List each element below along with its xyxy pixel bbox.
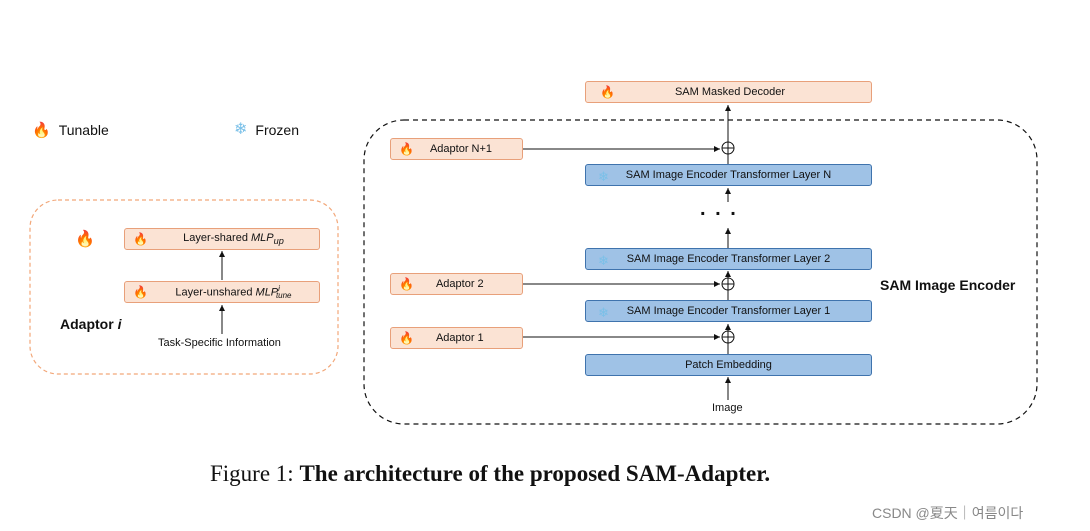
layer-2-label: SAM Image Encoder Transformer Layer 2 (626, 253, 831, 265)
image-input-label: Image (712, 402, 743, 414)
encoder-layer-1-box: ❄ SAM Image Encoder Transformer Layer 1 (585, 300, 872, 322)
patch-embedding-box: Patch Embedding (585, 354, 872, 376)
snowflake-icon: ❄ (234, 121, 248, 138)
encoder-layer-2-box: ❄ SAM Image Encoder Transformer Layer 2 (585, 248, 872, 270)
layer-unshared-mlp-box: 🔥 Layer-unshared MLPitune (124, 281, 320, 303)
snowflake-icon: ❄ (598, 253, 609, 268)
snowflake-icon: ❄ (598, 169, 609, 184)
layer-shared-label: Layer-shared MLPup (183, 231, 284, 247)
layer-shared-mlp-box: 🔥 Layer-shared MLPup (124, 228, 320, 250)
fire-icon: 🔥 (133, 285, 148, 299)
sum-node-1 (721, 330, 735, 344)
adaptor-1-label: Adaptor 1 (435, 332, 484, 344)
watermark: CSDN @夏天｜여름이다 (872, 505, 1024, 521)
sam-masked-decoder-box: 🔥 SAM Masked Decoder (585, 81, 872, 103)
patch-embedding-label: Patch Embedding (685, 359, 772, 371)
encoder-layer-n-box: ❄ SAM Image Encoder Transformer Layer N (585, 164, 872, 186)
adaptor-n1-box: 🔥 Adaptor N+1 (390, 138, 523, 160)
adaptor-panel-border (29, 199, 339, 375)
fire-icon: 🔥 (32, 121, 51, 139)
fire-icon: 🔥 (600, 85, 615, 99)
sum-node-2 (721, 277, 735, 291)
adaptor-2-box: 🔥 Adaptor 2 (390, 273, 523, 295)
fire-icon: 🔥 (399, 331, 414, 345)
layer-1-label: SAM Image Encoder Transformer Layer 1 (626, 305, 831, 317)
legend-tunable: 🔥 Tunable (32, 122, 109, 138)
adaptor-2-label: Adaptor 2 (435, 278, 484, 290)
legend-frozen: ❄ Frozen (234, 121, 299, 139)
encoder-title: SAM Image Encoder (880, 277, 1016, 293)
ellipsis: . . . (700, 198, 738, 220)
legend-tunable-label: Tunable (58, 122, 109, 138)
fire-icon: 🔥 (399, 277, 414, 291)
figure-caption: Figure 1: The architecture of the propos… (210, 461, 771, 486)
adaptor-panel-title: Adaptor i (60, 316, 122, 332)
adaptor-n1-label: Adaptor N+1 (429, 143, 493, 155)
layer-n-label: SAM Image Encoder Transformer Layer N (625, 169, 832, 181)
task-specific-info-label: Task-Specific Information (158, 337, 281, 349)
fire-icon: 🔥 (133, 232, 148, 246)
sum-node-n1 (721, 141, 735, 155)
adaptor-1-box: 🔥 Adaptor 1 (390, 327, 523, 349)
decoder-label: SAM Masked Decoder (674, 86, 785, 98)
adaptor-tunable-icon: 🔥 (75, 231, 95, 248)
encoder-border (363, 119, 1038, 425)
layer-unshared-label: Layer-unshared MLPitune (175, 283, 292, 301)
legend-frozen-label: Frozen (255, 122, 299, 138)
snowflake-icon: ❄ (598, 305, 609, 320)
fire-icon: 🔥 (399, 142, 414, 156)
